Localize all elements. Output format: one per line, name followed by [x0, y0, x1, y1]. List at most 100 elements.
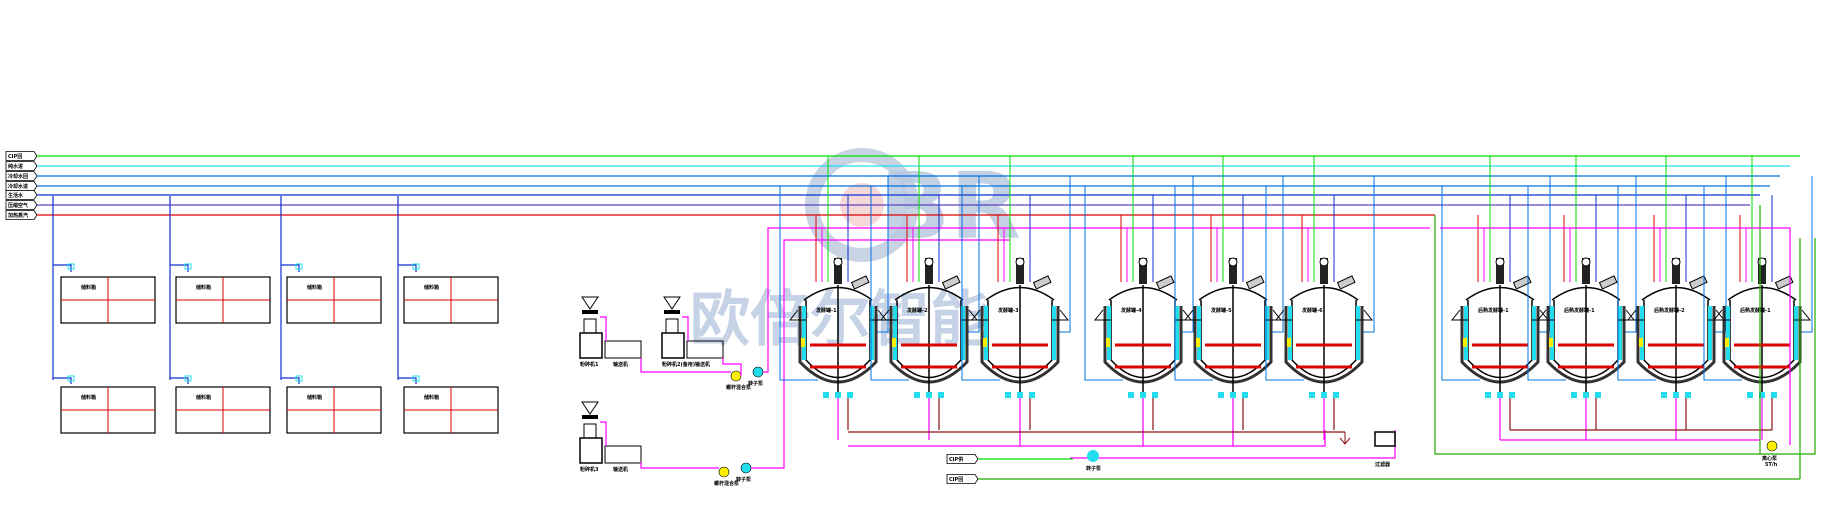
fermenter-label: 后熟发酵罐-1: [1564, 307, 1595, 314]
valve-icon: [1230, 392, 1236, 398]
grinder-label: 粉碎机1: [580, 361, 599, 368]
grinder-motor: [583, 318, 597, 334]
motor-cap: [833, 257, 843, 267]
valve-icon: [938, 392, 944, 398]
line-label-tag: [5, 200, 38, 210]
sight-glass-icon: [892, 338, 896, 347]
cooling-return-pipe: [1362, 176, 1375, 333]
sight-glass-icon: [1106, 338, 1110, 347]
grinder-head: [582, 415, 598, 419]
valve-icon: [1321, 392, 1327, 398]
conveyor: [604, 340, 642, 359]
support-lug: [1274, 309, 1292, 321]
valve-icon: [1771, 392, 1777, 398]
svg-text:欧倍尔智能: 欧倍尔智能: [690, 285, 990, 355]
storage-tank: 储料箱: [286, 386, 382, 434]
support-lug: [1093, 309, 1111, 321]
storage-tank-label: 储料箱: [196, 394, 211, 401]
valve-icon: [1309, 392, 1315, 398]
valve-icon: [67, 263, 75, 270]
storage-tank-label: 储料箱: [81, 284, 96, 291]
cooling-return-pipe: [1058, 176, 1071, 333]
agitator-motor-icon: [1320, 258, 1328, 284]
pipe: [640, 358, 731, 373]
support-lug: [970, 309, 988, 321]
fermenter-6: 发酵罐-6: [1265, 156, 1375, 440]
support-lug: [1536, 309, 1554, 321]
collection-pipe: [848, 430, 1326, 447]
grinder-motor: [665, 318, 679, 334]
transfer-pipe: [1440, 227, 1791, 445]
valve-icon: [1128, 392, 1134, 398]
pipe: [682, 316, 689, 341]
pipe: [722, 358, 742, 376]
valve-icon: [1673, 392, 1679, 398]
line-label: 冷却水回: [8, 173, 28, 180]
water-branch: [170, 377, 189, 384]
fermenter-label: 后熟发酵罐-1: [1478, 307, 1509, 314]
support-lug: [1052, 309, 1070, 321]
valve-icon: [1005, 392, 1011, 398]
header-line-1: 纯水进: [5, 161, 1790, 171]
storage-tank-label: 储料箱: [307, 284, 322, 291]
line-label-tag: [5, 161, 38, 171]
valve-icon: [1242, 392, 1248, 398]
pump-label: 转子泵: [736, 476, 752, 483]
filter-icon: [1374, 431, 1396, 447]
water-branch: [170, 264, 189, 272]
agitator-motor-icon: [1672, 258, 1680, 284]
cooling-supply-pipe: [1441, 186, 1480, 381]
pump-icon: [718, 466, 730, 478]
cooling-return-pipe: [1271, 176, 1284, 333]
valve-icon: [1759, 392, 1765, 398]
cip-tag: CIP回: [946, 474, 1800, 484]
valve-icon: [1029, 392, 1035, 398]
rotor-pump: 转子泵: [736, 462, 752, 483]
centrifugal-pump-icon: [1766, 440, 1778, 452]
agitator-motor-icon: [834, 258, 842, 284]
fermenter-7: 后熟发酵罐-1: [1441, 156, 1551, 440]
valve-icon: [412, 375, 420, 382]
grinder-stand: [579, 437, 603, 464]
cooling-supply-pipe: [1617, 186, 1656, 381]
motor-cap: [1015, 257, 1025, 267]
storage-tank-label: 储料箱: [81, 394, 96, 401]
grinder-label: 粉碎机3: [580, 466, 599, 473]
sight-glass-icon: [1549, 338, 1553, 347]
sight-glass-icon: [1725, 338, 1729, 347]
valve-icon: [1685, 392, 1691, 398]
valve-icon: [295, 263, 303, 270]
header-line-4: 生活水: [5, 190, 1760, 200]
hopper-icon: [663, 296, 681, 310]
manhole-icon: [1155, 275, 1175, 290]
valve-icon: [823, 392, 829, 398]
grinder-label: 粉碎机2(备用): [662, 361, 695, 368]
rotor-pump-icon: [1087, 450, 1099, 462]
motor-cap: [1671, 257, 1681, 267]
manhole-icon: [1774, 275, 1794, 290]
fermenter-8: 后熟发酵罐-1: [1527, 156, 1637, 440]
line-label-tag: [5, 171, 38, 181]
valve-icon: [914, 392, 920, 398]
pump-icon: [752, 366, 764, 378]
line-label-tag: [5, 210, 38, 220]
fermenter-3: 发酵罐-3: [961, 156, 1071, 440]
agitator-motor-icon: [1582, 258, 1590, 284]
valve-icon: [67, 375, 75, 382]
pipe: [640, 462, 719, 469]
line-label: 压缩空气: [8, 202, 28, 209]
storage-tank: 储料箱: [60, 276, 156, 324]
sight-glass-icon: [983, 338, 987, 347]
pipe: [600, 316, 607, 341]
header-line-3: 冷却水进: [5, 181, 1770, 191]
line-label-tag: [5, 181, 38, 191]
support-lug: [1183, 309, 1201, 321]
agitator-motor-icon: [1496, 258, 1504, 284]
water-branch: [281, 377, 300, 384]
fermenter-label: 发酵罐-1: [815, 307, 837, 314]
sight-glass-icon: [1287, 338, 1291, 347]
fermenter-label: 后熟发酵罐-2: [1654, 307, 1685, 314]
